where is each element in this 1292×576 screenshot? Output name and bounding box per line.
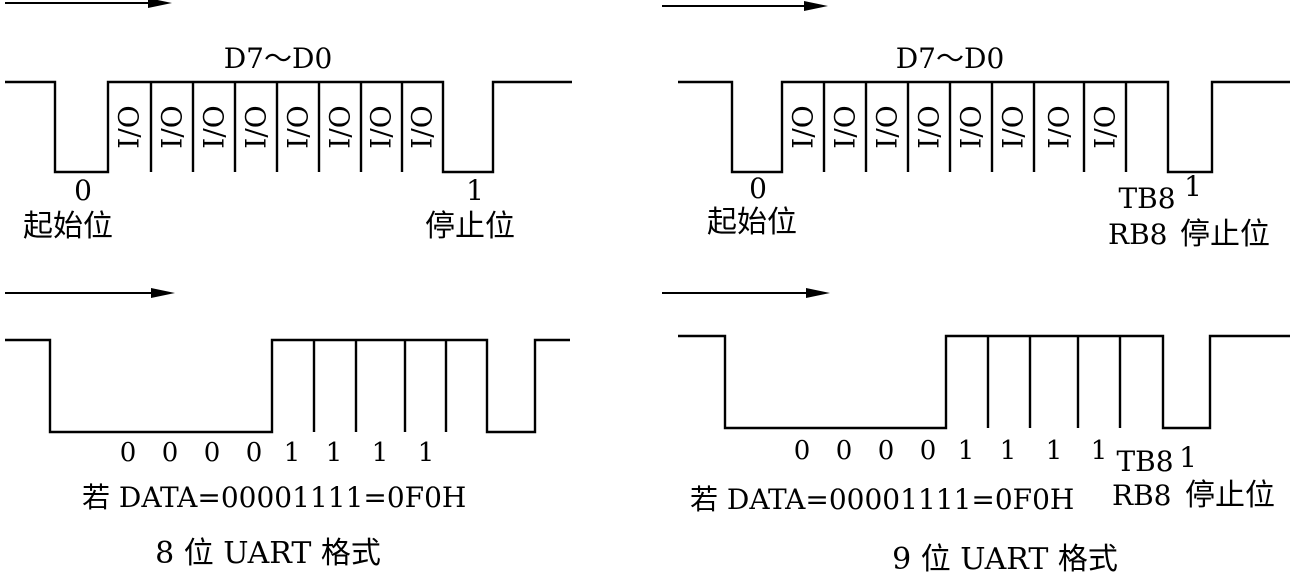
- signal-waveform: [678, 334, 1290, 430]
- direction-arrow-head: [151, 288, 175, 298]
- bit-cell-label: I/O: [955, 105, 988, 148]
- bit-cell-label: I/O: [787, 105, 820, 148]
- stop-bit-value: 1: [1179, 441, 1197, 474]
- left-top-frame: D7～D0 I/O I/O I/O I/O I/O I/O I/O I/O 0 …: [5, 0, 572, 244]
- ninth-bit-rx-label: RB8: [1112, 479, 1171, 512]
- stop-bit-label: 停止位: [425, 209, 515, 244]
- stop-bit-label: 停止位: [1180, 217, 1270, 252]
- example-bit: 0: [836, 436, 853, 466]
- example-bit: 1: [372, 438, 389, 468]
- bit-cell-label: I/O: [406, 105, 439, 148]
- signal-waveform: [5, 80, 572, 174]
- example-bit: 1: [284, 438, 301, 468]
- ninth-bit-tx-label: TB8: [1116, 445, 1173, 478]
- example-bit: 0: [878, 436, 895, 466]
- right-top-frame: D7～D0 I/O I/O I/O I/O I/O I/O I/O I/O 0 …: [662, 1, 1290, 252]
- signal-waveform: [678, 80, 1290, 174]
- signal-waveform: [5, 338, 570, 434]
- data-bits-label: D7～D0: [896, 42, 1005, 75]
- bit-cell-label: I/O: [1043, 105, 1076, 148]
- example-bit: 0: [120, 438, 137, 468]
- bit-cell-label: I/O: [240, 105, 273, 148]
- right-bottom-example: 0 0 0 0 1 1 1 1 TB8 1 RB8 停止位 若 DATA=000…: [662, 288, 1290, 576]
- example-bit: 0: [920, 436, 937, 466]
- example-bit: 0: [246, 438, 263, 468]
- figure-caption: 8 位 UART 格式: [155, 536, 381, 571]
- stop-bit-label: 停止位: [1185, 478, 1275, 513]
- start-bit-label: 起始位: [707, 205, 797, 240]
- example-bit: 1: [958, 436, 975, 466]
- direction-arrow-head: [806, 288, 830, 298]
- start-bit-value: 0: [749, 172, 767, 205]
- direction-arrow-head: [804, 1, 828, 11]
- bit-cell-label: I/O: [198, 105, 231, 148]
- bit-cell-label: I/O: [913, 105, 946, 148]
- example-bit: 1: [326, 438, 343, 468]
- example-bit: 1: [418, 438, 435, 468]
- example-bit: 0: [162, 438, 179, 468]
- start-bit-label: 起始位: [23, 209, 113, 244]
- example-bit: 1: [1091, 436, 1108, 466]
- figure-caption: 9 位 UART 格式: [892, 542, 1118, 576]
- bit-cell-label: I/O: [829, 105, 862, 148]
- stop-bit-value: 1: [466, 174, 484, 207]
- ninth-bit-rx-label: RB8: [1108, 218, 1167, 251]
- bit-cell-label: I/O: [871, 105, 904, 148]
- start-bit-value: 0: [74, 174, 92, 207]
- ninth-bit-tx-label: TB8: [1118, 182, 1175, 215]
- bit-cell-label: I/O: [1089, 105, 1122, 148]
- bit-cell-label: I/O: [156, 105, 189, 148]
- example-bit: 1: [1000, 436, 1017, 466]
- direction-arrow-head: [148, 0, 172, 8]
- example-bit: 0: [794, 436, 811, 466]
- example-data-text: 若 DATA=00001111=0F0H: [690, 483, 1074, 516]
- example-bit: 1: [1046, 436, 1063, 466]
- bit-cell-label: I/O: [365, 105, 398, 148]
- example-data-text: 若 DATA=00001111=0F0H: [82, 481, 466, 514]
- stop-bit-value: 1: [1184, 170, 1202, 203]
- bit-cell-label: I/O: [324, 105, 357, 148]
- bit-cell-label: I/O: [113, 105, 146, 148]
- left-bottom-example: 0 0 0 0 1 1 1 1 若 DATA=00001111=0F0H 8 位…: [5, 288, 570, 571]
- bit-cell-label: I/O: [282, 105, 315, 148]
- bit-cell-label: I/O: [997, 105, 1030, 148]
- data-bits-label: D7～D0: [224, 42, 333, 75]
- example-bit: 0: [204, 438, 221, 468]
